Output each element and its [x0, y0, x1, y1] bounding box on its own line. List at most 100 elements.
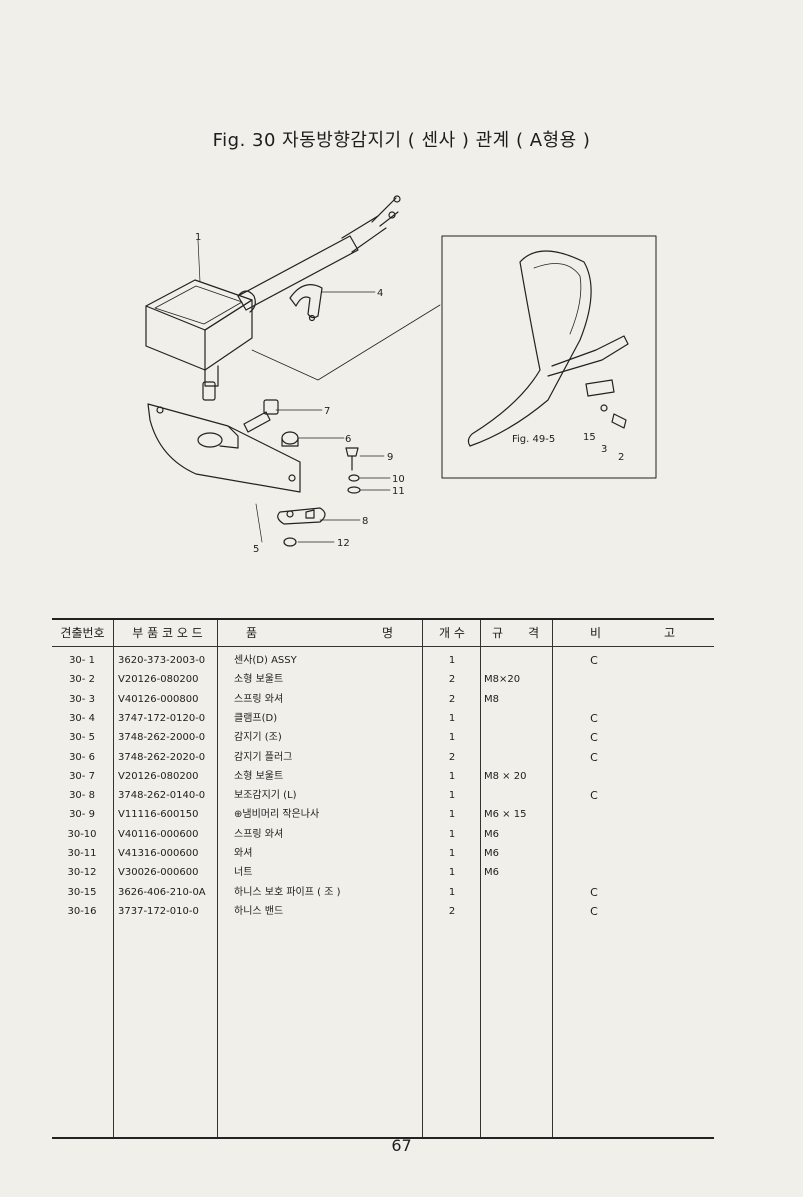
- row-part-name: 감지기 (조): [234, 732, 282, 744]
- washer-11: [347, 486, 361, 494]
- row-part-code: 3620-373-2003-0: [118, 655, 206, 666]
- header-spec-1: 규: [492, 626, 504, 640]
- row-part-code: 3748-262-2020-0: [118, 751, 206, 763]
- row-index-no: 30-15: [67, 886, 97, 898]
- callout-15: 15: [583, 432, 596, 443]
- row-quantity: 1: [448, 809, 456, 821]
- callout-10: 10: [392, 474, 405, 485]
- row-index-no: 30-10: [67, 828, 97, 840]
- inset-label: Fig. 49-5: [512, 434, 555, 445]
- row-index-no: 30-16: [67, 905, 97, 917]
- row-part-name: 스프링 와셔: [234, 693, 284, 705]
- row-quantity: 2: [448, 693, 456, 705]
- row-part-code: V41316-000600: [118, 848, 199, 859]
- callout-4: 4: [377, 288, 383, 299]
- exploded-parts-diagram: 1 2 3 4 5 6 7 8 9 10 11 12 15 Fig. 49-5: [145, 195, 657, 555]
- row-part-name: 클램프(D): [234, 712, 278, 724]
- row-remark: C: [590, 731, 598, 745]
- row-index-no: 30- 6: [69, 751, 95, 763]
- callout-12: 12: [337, 538, 350, 549]
- row-part-name: 하니스 밴드: [234, 905, 284, 917]
- row-quantity: 2: [448, 905, 456, 917]
- row-quantity: 1: [448, 732, 456, 744]
- table-row: 30- 4 3747-172-0120-0 클램프(D) 1 C: [52, 709, 714, 728]
- row-remark: C: [590, 885, 598, 899]
- sensor-box-front: [145, 305, 206, 371]
- row-quantity: 1: [448, 790, 456, 802]
- page-number: 67: [391, 1136, 412, 1155]
- row-spec: M8: [484, 693, 499, 705]
- table-row: 30- 9 V11116-600150 ⊕냄비머리 작은나사 1 M6 × 15: [52, 805, 714, 824]
- cable-gland: [237, 290, 256, 313]
- table-row: 30- 3 V40126-000800 스프링 와셔 2 M8: [52, 690, 714, 709]
- row-index-no: 30- 9: [69, 809, 95, 821]
- row-part-name: 소형 보울트: [234, 674, 284, 686]
- row-remark: C: [590, 654, 598, 667]
- clamp-part: [289, 284, 323, 319]
- row-part-name: ⊕냄비머리 작은나사: [234, 809, 320, 821]
- inset-tine: [467, 250, 592, 447]
- header-remark-2: 고: [664, 626, 676, 640]
- row-index-no: 30- 7: [69, 770, 95, 782]
- callout-6: 6: [345, 434, 351, 445]
- row-remark: C: [590, 904, 598, 918]
- header-name-2: 명: [382, 626, 394, 640]
- cable-sheath: [237, 235, 359, 311]
- row-part-code: 3747-172-0120-0: [118, 712, 206, 724]
- callout-1: 1: [195, 232, 201, 243]
- row-index-no: 30- 1: [69, 655, 95, 666]
- row-part-code: 3748-262-0140-0: [118, 790, 206, 802]
- callout-7: 7: [324, 406, 330, 417]
- table-row: 30- 7 V20126-080200 소형 보울트 1 M8 × 20: [52, 767, 714, 786]
- row-index-no: 30-11: [67, 848, 97, 859]
- row-part-name: 하니스 보호 파이프 ( 조 ): [234, 886, 341, 898]
- row-part-code: V30026-000600: [118, 867, 199, 879]
- row-quantity: 1: [448, 770, 456, 782]
- row-quantity: 1: [448, 712, 456, 724]
- row-index-no: 30- 4: [69, 712, 95, 724]
- row-part-code: V20126-080200: [118, 770, 199, 782]
- row-spec: M6 × 15: [484, 809, 527, 821]
- row-spec: M6: [484, 828, 499, 840]
- row-remark: C: [590, 789, 598, 803]
- row-part-code: V11116-600150: [118, 809, 199, 821]
- row-index-no: 30- 3: [69, 693, 95, 705]
- row-part-name: 보조감지기 (L): [234, 790, 297, 802]
- callout-3: 3: [601, 444, 607, 455]
- row-part-name: 센사(D) ASSY: [234, 655, 297, 666]
- plug-6: [281, 431, 299, 445]
- row-part-name: 너트: [234, 867, 253, 879]
- row-quantity: 1: [448, 655, 456, 666]
- header-remark-1: 비: [590, 626, 602, 640]
- header-quantity: 개 수: [439, 626, 465, 640]
- callout-11: 11: [392, 486, 405, 497]
- row-quantity: 2: [448, 751, 456, 763]
- row-spec: M6: [484, 867, 499, 879]
- row-index-no: 30- 2: [69, 674, 95, 686]
- row-remark: C: [590, 711, 598, 725]
- row-part-code: 3626-406-210-0A: [118, 886, 206, 898]
- row-spec: M8×20: [484, 674, 521, 686]
- inset-bracket: [585, 379, 615, 397]
- row-spec: M8 × 20: [484, 770, 527, 782]
- row-quantity: 1: [448, 828, 456, 840]
- row-index-no: 30- 8: [69, 790, 95, 802]
- row-part-name: 와셔: [234, 848, 253, 859]
- inset-frame: [441, 235, 657, 479]
- row-spec: M6: [484, 848, 499, 859]
- row-part-name: 소형 보울트: [234, 770, 284, 782]
- row-index-no: 30- 5: [69, 732, 95, 744]
- header-name-1: 품: [246, 626, 258, 640]
- header-spec-2: 격: [528, 626, 540, 640]
- row-part-code: V40126-000800: [118, 693, 199, 705]
- table-row: 30- 8 3748-262-0140-0 보조감지기 (L) 1 C: [52, 786, 714, 805]
- washer-10: [348, 474, 360, 482]
